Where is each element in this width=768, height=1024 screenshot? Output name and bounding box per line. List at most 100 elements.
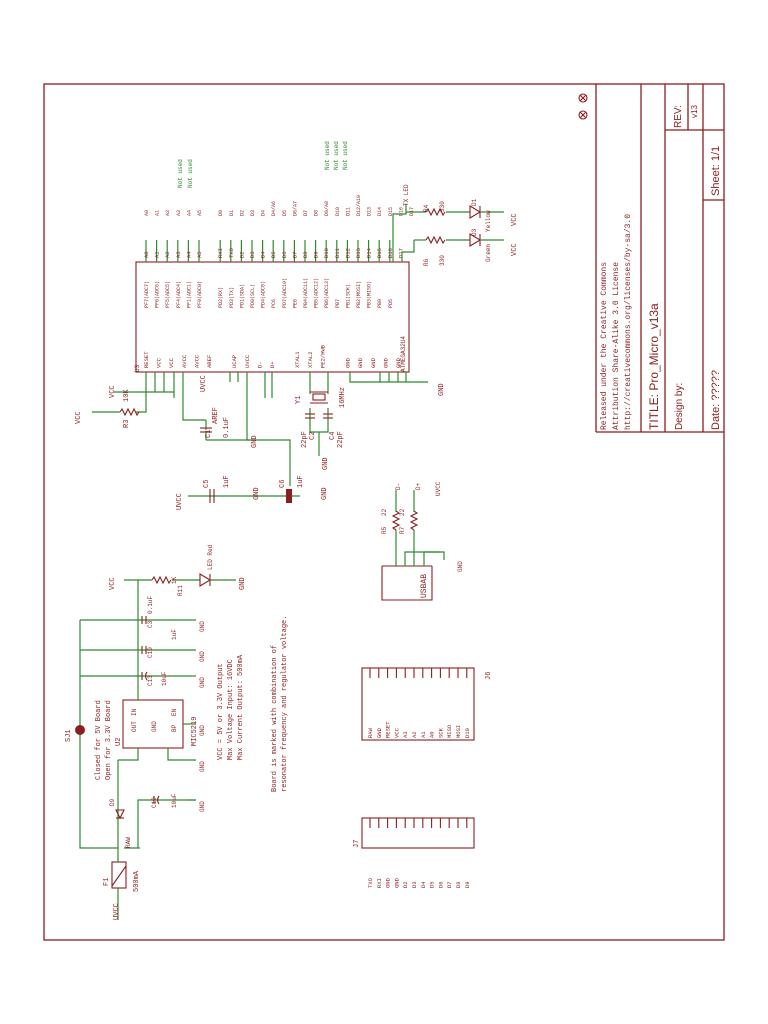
mcu-pin-label: PD3(TX) xyxy=(229,287,235,308)
mcu-pin-label: VCC xyxy=(168,357,175,368)
mcu-pin-label: PF7(ADC7) xyxy=(144,281,150,308)
gnd-label: GND xyxy=(199,725,206,736)
reg-note-3: Max Current Output: 500mA xyxy=(237,654,245,760)
mcu-pin-label: UCAP xyxy=(231,355,238,368)
fuse-f1 xyxy=(111,861,127,889)
arduino-pin-name: D16 xyxy=(398,207,404,216)
d1-color: Yellow xyxy=(485,210,492,232)
net-dminus: D- xyxy=(395,483,402,490)
tx-led-net: TX LED xyxy=(403,184,410,206)
gnd-label: GND xyxy=(199,621,206,632)
net-vcc: VCC xyxy=(109,577,117,590)
reg-note-1: VCC = 5V or 3.3V Output xyxy=(217,663,225,760)
mcu-net-label: D14 xyxy=(366,247,373,258)
y1-value: 16MHz xyxy=(339,387,347,408)
sheet-frame xyxy=(43,83,725,941)
mcu-wiring xyxy=(136,204,428,486)
net-vcc: VCC xyxy=(109,385,117,398)
u2-part: MIC5219 xyxy=(191,717,199,746)
mcu-pin-label: PD2(RX) xyxy=(218,287,224,308)
board-note-2: resonator frequency and regulator voltag… xyxy=(281,616,289,792)
j6-pin-label: MOSI xyxy=(455,725,462,738)
mcu-net-label: D6 xyxy=(281,251,288,258)
usb-connector: USBAB R5 22 R7 22 D- D+ UVCC GND xyxy=(381,481,464,601)
board-note-1: Board is marked with combination of xyxy=(271,645,279,792)
c1-ref: C1 xyxy=(205,430,213,438)
gnd-label: GND xyxy=(239,577,247,590)
r4-value: 330 xyxy=(439,201,446,212)
mcu-pin-label: PB6(ADC13) xyxy=(324,278,330,308)
gnd-label: GND xyxy=(199,651,206,662)
net-vcc: VCC xyxy=(511,243,519,256)
capacitor-c1: AREF C1 0.1uF GND xyxy=(200,407,259,448)
y1-ref: Y1 xyxy=(295,396,303,404)
j7-pin-label: D7 xyxy=(446,881,453,888)
mcu-pin-label: PB4(ADC11) xyxy=(303,278,309,308)
arduino-pin-name: D8 xyxy=(314,210,320,216)
mcu-net-label: D5 xyxy=(270,251,277,258)
u2-pin-gnd: GND xyxy=(151,721,158,732)
gnd-label: GND xyxy=(199,801,206,812)
mcu-pin-label: VCC xyxy=(156,357,163,368)
c10-ref: C10 xyxy=(147,647,154,658)
mcu-net-label: D4 xyxy=(260,251,267,258)
arduino-pin-name: D5 xyxy=(282,210,288,216)
mcu-ref: U3 xyxy=(134,364,141,372)
mcu-pin-label: PF0(ADC0) xyxy=(197,281,203,308)
mcu-pin-label: PE6 xyxy=(292,299,298,308)
power-led: VCC 1K R11 LED Red GND xyxy=(109,544,247,596)
mcu-pin-label: PB7 xyxy=(335,299,341,308)
j7-pin-label: D3 xyxy=(411,881,418,888)
mcu-pin-label: RESET xyxy=(143,351,150,368)
mcu-pin-label: GND xyxy=(395,357,402,368)
j6-ref: J6 xyxy=(485,672,493,680)
gnd-label: GND xyxy=(322,457,330,470)
c19-value: 10uF xyxy=(171,793,178,808)
f1-value: 500mA xyxy=(133,870,141,892)
page-title: TITLE: Pro_Micro_v13a xyxy=(647,303,661,430)
not-used-label: Not used xyxy=(177,159,184,188)
mcu-net-label: D2 xyxy=(238,251,245,258)
aref-net: AREF xyxy=(212,407,220,424)
arduino-pin-name: D7 xyxy=(303,210,309,216)
mcu-net-label: D13 xyxy=(355,248,362,258)
r3-ref: R3 xyxy=(123,420,131,428)
mcu-net-label: RXI xyxy=(217,248,224,258)
gnd-label: GND xyxy=(457,561,464,572)
mcu-net-label: D16 xyxy=(387,248,394,258)
mcu-pin-label: AVCC xyxy=(181,354,188,368)
gnd-label: GND xyxy=(438,383,446,396)
r11-ref: R11 xyxy=(177,585,184,596)
j7-pin-label: GND xyxy=(393,877,400,888)
license-line-3: http://creativecommons.org/licenses/by-s… xyxy=(624,214,633,430)
j6-pin-label: A0 xyxy=(429,731,436,738)
mcu-net-label: A5 xyxy=(196,251,203,258)
mcu-pin-label: PF6(ADC6) xyxy=(155,281,161,308)
arduino-pin-name: D14 xyxy=(377,207,383,216)
mcu-net-label: D12 xyxy=(344,248,351,258)
mcu-pin-label: PD0(SCL) xyxy=(250,284,256,308)
solder-jumper-sj1 xyxy=(75,725,85,735)
gnd-label: GND xyxy=(253,487,261,500)
mcu-pin-label: PD4(ADC8) xyxy=(261,281,267,308)
mcu-net-label: A4 xyxy=(185,251,192,258)
c6-value: 1uF xyxy=(297,475,305,488)
net-dplus: D+ xyxy=(415,482,422,490)
mcu-pin-label: XTAL2 xyxy=(307,351,314,368)
j7-ref: J7 xyxy=(353,840,361,848)
license-line-1: Released under the Creative Commons xyxy=(600,262,609,430)
arduino-pin-name: D2 xyxy=(239,210,245,216)
arduino-pin-name: D11 xyxy=(345,207,351,216)
mcu-net-label: D17 xyxy=(397,248,404,258)
arduino-pin-name: A5 xyxy=(197,210,203,216)
j7-pin-label: GND xyxy=(385,877,392,888)
not-used-label: Not used xyxy=(342,141,349,170)
j7-pin-label: D9 xyxy=(464,881,471,888)
sj1-ref: SJ1 xyxy=(65,729,73,742)
arduino-pin-name: D4/A6 xyxy=(271,201,277,216)
c3-ref: C3 xyxy=(147,620,154,628)
title-block: Released under the Creative Commons Attr… xyxy=(578,84,724,433)
d3-color: Green xyxy=(485,244,492,262)
